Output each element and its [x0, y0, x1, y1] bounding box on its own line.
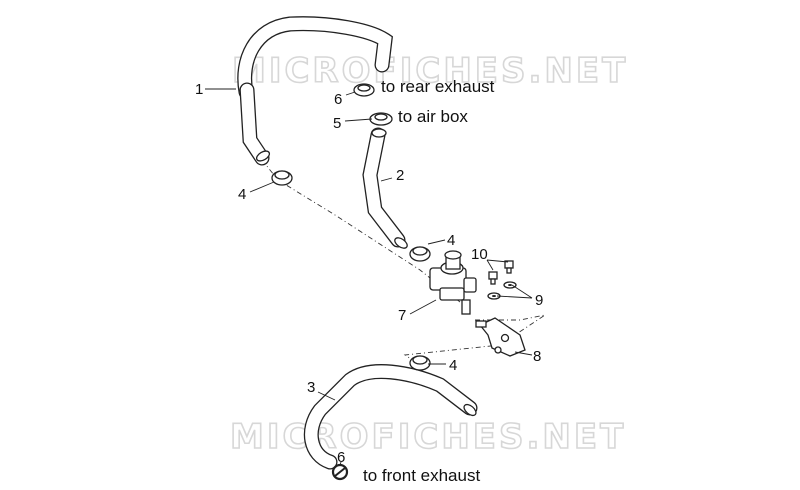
hose-part-3	[303, 364, 478, 470]
callout-1: 1	[195, 81, 203, 98]
callout-6-upper: 6	[334, 91, 342, 108]
leader-3	[317, 391, 336, 401]
leader-2	[380, 177, 393, 182]
watermark-top: MICROFICHES.NET	[232, 51, 628, 91]
leader-4b	[427, 239, 446, 245]
callout-8: 8	[533, 348, 541, 365]
clip-part-6-lower	[331, 463, 349, 481]
callout-3: 3	[307, 379, 315, 396]
leader-5	[344, 118, 373, 122]
leader-6b	[339, 461, 342, 466]
clamp-part-4-middle	[409, 246, 431, 262]
assembly-line-upper	[261, 159, 471, 311]
label-to-rear-exhaust: to rear exhaust	[381, 77, 495, 96]
assembly-line-lower	[403, 314, 546, 366]
leader-9	[496, 284, 533, 299]
leader-8	[514, 351, 533, 356]
clamp-part-4-lower	[409, 355, 431, 371]
leader-6a	[345, 91, 356, 96]
clamp-part-4-upper	[271, 170, 293, 186]
clamp-part-5	[369, 112, 393, 126]
bracket-part-8	[475, 317, 526, 357]
callout-6-lower: 6	[337, 449, 345, 466]
callout-10: 10	[471, 246, 488, 263]
valve-part-7	[429, 250, 477, 315]
hose-part-1	[237, 16, 393, 166]
callout-7: 7	[398, 307, 406, 324]
hose-part-2	[362, 127, 408, 249]
callout-2: 2	[396, 167, 404, 184]
callout-9: 9	[535, 292, 543, 309]
leader-4a	[249, 181, 275, 193]
label-to-air-box: to air box	[398, 107, 468, 126]
screws-part-10	[488, 260, 514, 285]
callout-4-middle: 4	[447, 232, 455, 249]
leader-7	[409, 299, 437, 315]
callout-4-upper: 4	[238, 186, 246, 203]
callout-4-lower: 4	[449, 357, 457, 374]
clip-part-6-upper	[353, 83, 375, 97]
callout-5: 5	[333, 115, 341, 132]
label-to-front-exhaust: to front exhaust	[363, 466, 480, 485]
watermark-bottom: MICROFICHES.NET	[230, 417, 626, 457]
leader-10	[486, 259, 509, 271]
